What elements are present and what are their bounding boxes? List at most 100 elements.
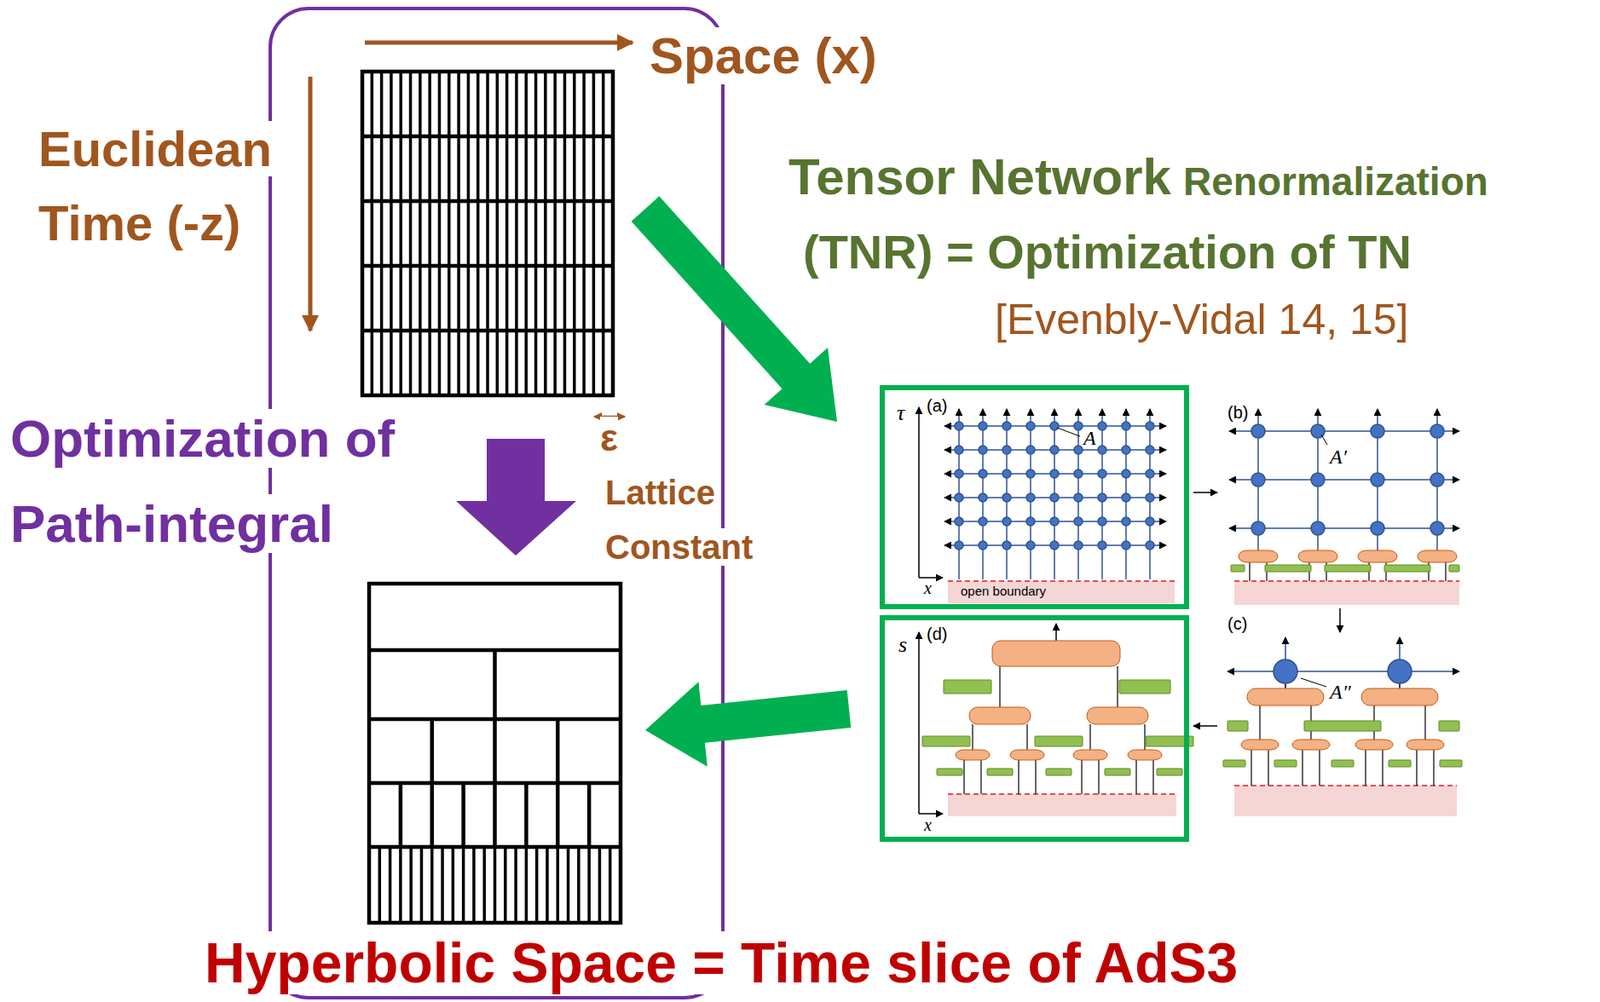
space-arrow <box>364 40 633 46</box>
tensor-dot <box>1145 445 1155 455</box>
disentangler <box>1449 565 1460 572</box>
tensor-dot <box>1026 493 1035 503</box>
bond <box>1398 683 1401 689</box>
step-arrow <box>1193 491 1218 494</box>
tensor-dot <box>1121 541 1131 550</box>
tensor-name: A′ <box>1329 445 1347 468</box>
tensor-dot <box>1050 517 1059 526</box>
leg <box>1415 750 1417 786</box>
leg <box>1143 724 1145 751</box>
leg <box>1248 562 1250 582</box>
grid-line <box>485 71 490 396</box>
grid-line <box>380 71 384 396</box>
citation: [Evenbly-Vidal 14, 15] <box>994 295 1410 344</box>
isometry <box>1086 707 1149 725</box>
tensor-dot <box>1050 421 1059 431</box>
panel-label-wrap: A <box>1083 427 1097 449</box>
tensor-dot <box>954 541 964 550</box>
grid-line <box>535 847 539 924</box>
leg <box>1381 750 1383 786</box>
tensor-dot <box>1002 541 1011 550</box>
leg <box>1432 750 1434 786</box>
tensor-dot <box>1145 541 1155 550</box>
panel-label: (d) <box>926 624 948 644</box>
tensor-dot <box>1050 541 1059 550</box>
tensor-dot <box>1273 659 1298 684</box>
tensor-dot <box>1097 541 1107 550</box>
boundary-band <box>1234 581 1460 606</box>
tensor-dot <box>1121 517 1131 526</box>
disentangler <box>1439 760 1462 768</box>
panel-label-wrap: x <box>924 816 932 834</box>
tensor-dot <box>978 493 988 503</box>
step-arrow <box>1339 608 1341 633</box>
tensor-dot <box>1097 445 1107 455</box>
tensor-dot <box>1002 493 1011 503</box>
grid-line <box>492 783 497 848</box>
bond <box>1055 623 1058 642</box>
label-wrap: Renormalization <box>1183 158 1489 206</box>
grid-line <box>534 71 538 396</box>
axis <box>918 407 920 578</box>
conclusion: Hyperbolic Space = Time slice of AdS3 <box>204 931 1238 995</box>
leg <box>1097 760 1099 795</box>
tensor-dot <box>978 517 988 526</box>
panel-label-wrap: s <box>898 634 907 657</box>
grid-line <box>420 847 424 924</box>
leg <box>1135 760 1137 795</box>
panel-label: x <box>924 578 932 598</box>
leg <box>1318 750 1320 786</box>
hyperbolic-grid <box>369 583 621 924</box>
tensor-dot <box>954 421 964 431</box>
isometry <box>1073 750 1108 761</box>
tensor-name: A″ <box>1329 681 1352 704</box>
heading: Renormalization <box>1183 159 1489 204</box>
tensor-dot <box>1370 424 1385 439</box>
panel-label: (a) <box>926 396 948 416</box>
tensor-dot <box>1145 493 1155 503</box>
disentangler <box>1274 760 1297 768</box>
leg <box>1116 666 1118 708</box>
leg <box>1250 750 1252 786</box>
step-arrow <box>1193 725 1218 728</box>
disentangler <box>1045 768 1072 776</box>
grid-line <box>556 847 561 924</box>
disentangler <box>1304 721 1381 732</box>
axis <box>918 632 920 815</box>
tensor-dot <box>1121 445 1131 455</box>
tensor-dot <box>978 541 988 550</box>
boundary-band <box>947 581 1175 604</box>
label-wrap: [Evenbly-Vidal 14, 15] <box>994 294 1410 346</box>
grid-line <box>524 783 529 848</box>
tensor-dot <box>1251 521 1265 536</box>
boundary-band <box>947 794 1177 817</box>
time-arrow <box>308 76 313 331</box>
tensor-dot <box>1097 421 1107 431</box>
boundary-line <box>1234 580 1460 583</box>
grid-line <box>440 847 445 924</box>
isometry <box>955 750 990 761</box>
panel-label: τ <box>896 400 905 426</box>
grid-line <box>582 71 586 396</box>
green-arrow <box>645 681 851 767</box>
panel-label-wrap: (a) <box>926 397 948 415</box>
leg <box>980 760 982 795</box>
tensor-dot <box>1074 469 1083 479</box>
tensor-dot <box>1026 541 1035 550</box>
bond <box>1284 637 1287 660</box>
heading: Tensor Network <box>788 148 1172 206</box>
leg <box>1424 705 1426 740</box>
boundary-line <box>1234 785 1457 787</box>
panel-label-wrap: τ <box>896 402 905 425</box>
tensor-dot <box>1121 493 1131 503</box>
grid-line <box>543 71 548 396</box>
tensor-dot <box>1074 445 1083 455</box>
grid-line <box>461 783 466 848</box>
tensor-dot <box>1370 473 1385 487</box>
isometry <box>1241 739 1279 751</box>
tensor-dot <box>1121 421 1131 431</box>
tensor-dot <box>1002 517 1011 526</box>
leg <box>1444 562 1446 582</box>
tensor-dot <box>978 445 988 455</box>
